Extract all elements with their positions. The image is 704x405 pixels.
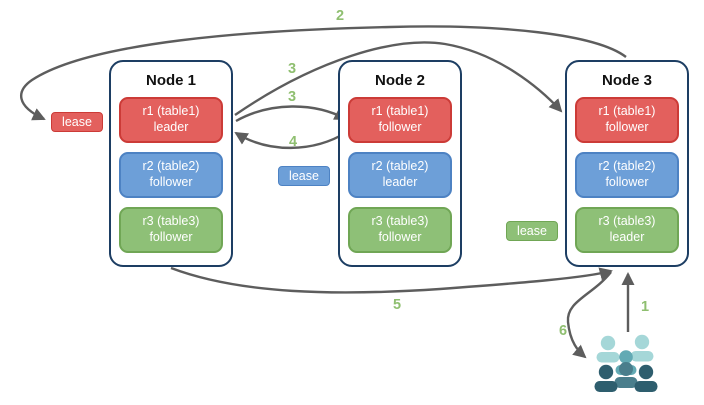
node-3-title: Node 3 — [601, 72, 652, 89]
replica-range-label: r3 (table3) — [598, 214, 656, 229]
replica-role-label: leader — [382, 175, 418, 189]
replica-role-label: leader — [609, 230, 645, 244]
node-3-box: Node 3 r1 (table1) follower r2 (table2) … — [565, 60, 689, 267]
lease-tag-table3: lease — [506, 221, 558, 241]
replica-r3-node2: r3 (table3) follower — [348, 207, 452, 253]
step-label-5: 5 — [392, 297, 402, 313]
step-label-4: 4 — [288, 134, 298, 150]
node-2-box: Node 2 r1 (table1) follower r2 (table2) … — [338, 60, 462, 267]
node-1-box: Node 1 r1 (table1) leader r2 (table2) fo… — [109, 60, 233, 267]
replica-range-label: r1 (table1) — [598, 104, 656, 119]
step-label-3-upper: 3 — [287, 61, 297, 77]
arrow-step2-node3-to-lease1 — [20, 25, 627, 121]
arrow-step5-node1-to-node3 — [170, 266, 613, 294]
node-1-replicas: r1 (table1) leader r2 (table2) follower … — [111, 97, 231, 253]
replica-r3-node1: r3 (table3) follower — [119, 207, 223, 253]
replica-r1-node3: r1 (table1) follower — [575, 97, 679, 143]
replica-role-label: follower — [605, 175, 649, 189]
step-label-1: 1 — [640, 299, 650, 315]
replica-range-label: r1 (table1) — [371, 104, 429, 119]
replica-r3-node3: r3 (table3) leader — [575, 207, 679, 253]
replica-role-label: leader — [153, 120, 189, 134]
step-label-3-lower: 3 — [287, 89, 297, 105]
replica-role-label: follower — [378, 120, 422, 134]
replica-range-label: r3 (table3) — [142, 214, 200, 229]
replica-role-label: follower — [149, 175, 193, 189]
lease-tag-table2: lease — [278, 166, 330, 186]
step-label-6: 6 — [558, 323, 568, 339]
replica-role-label: follower — [605, 120, 649, 134]
node-1-title: Node 1 — [145, 72, 196, 89]
replica-range-label: r2 (table2) — [598, 159, 656, 174]
users-icon — [594, 334, 658, 392]
replica-r2-node1: r2 (table2) follower — [119, 152, 223, 198]
arrow-step3-node1-to-node2 — [235, 105, 348, 123]
replica-r2-node2: r2 (table2) leader — [348, 152, 452, 198]
node-3-replicas: r1 (table1) follower r2 (table2) followe… — [567, 97, 687, 253]
replica-r1-node1: r1 (table1) leader — [119, 97, 223, 143]
arrow-step6-node3-to-users — [566, 271, 612, 359]
arrow-step4-node2-to-node1 — [234, 130, 348, 150]
replica-r1-node2: r1 (table1) follower — [348, 97, 452, 143]
replica-r2-node3: r2 (table2) follower — [575, 152, 679, 198]
replica-range-label: r2 (table2) — [371, 159, 429, 174]
node-2-replicas: r1 (table1) follower r2 (table2) leader … — [340, 97, 460, 253]
lease-tag-table1: lease — [51, 112, 103, 132]
replica-range-label: r1 (table1) — [142, 104, 200, 119]
replica-role-label: follower — [378, 230, 422, 244]
replica-role-label: follower — [149, 230, 193, 244]
replica-range-label: r3 (table3) — [371, 214, 429, 229]
arrow-step3-node1-to-node3 — [234, 41, 563, 116]
step-label-2: 2 — [335, 8, 345, 24]
replica-range-label: r2 (table2) — [142, 159, 200, 174]
node-2-title: Node 2 — [374, 72, 425, 89]
